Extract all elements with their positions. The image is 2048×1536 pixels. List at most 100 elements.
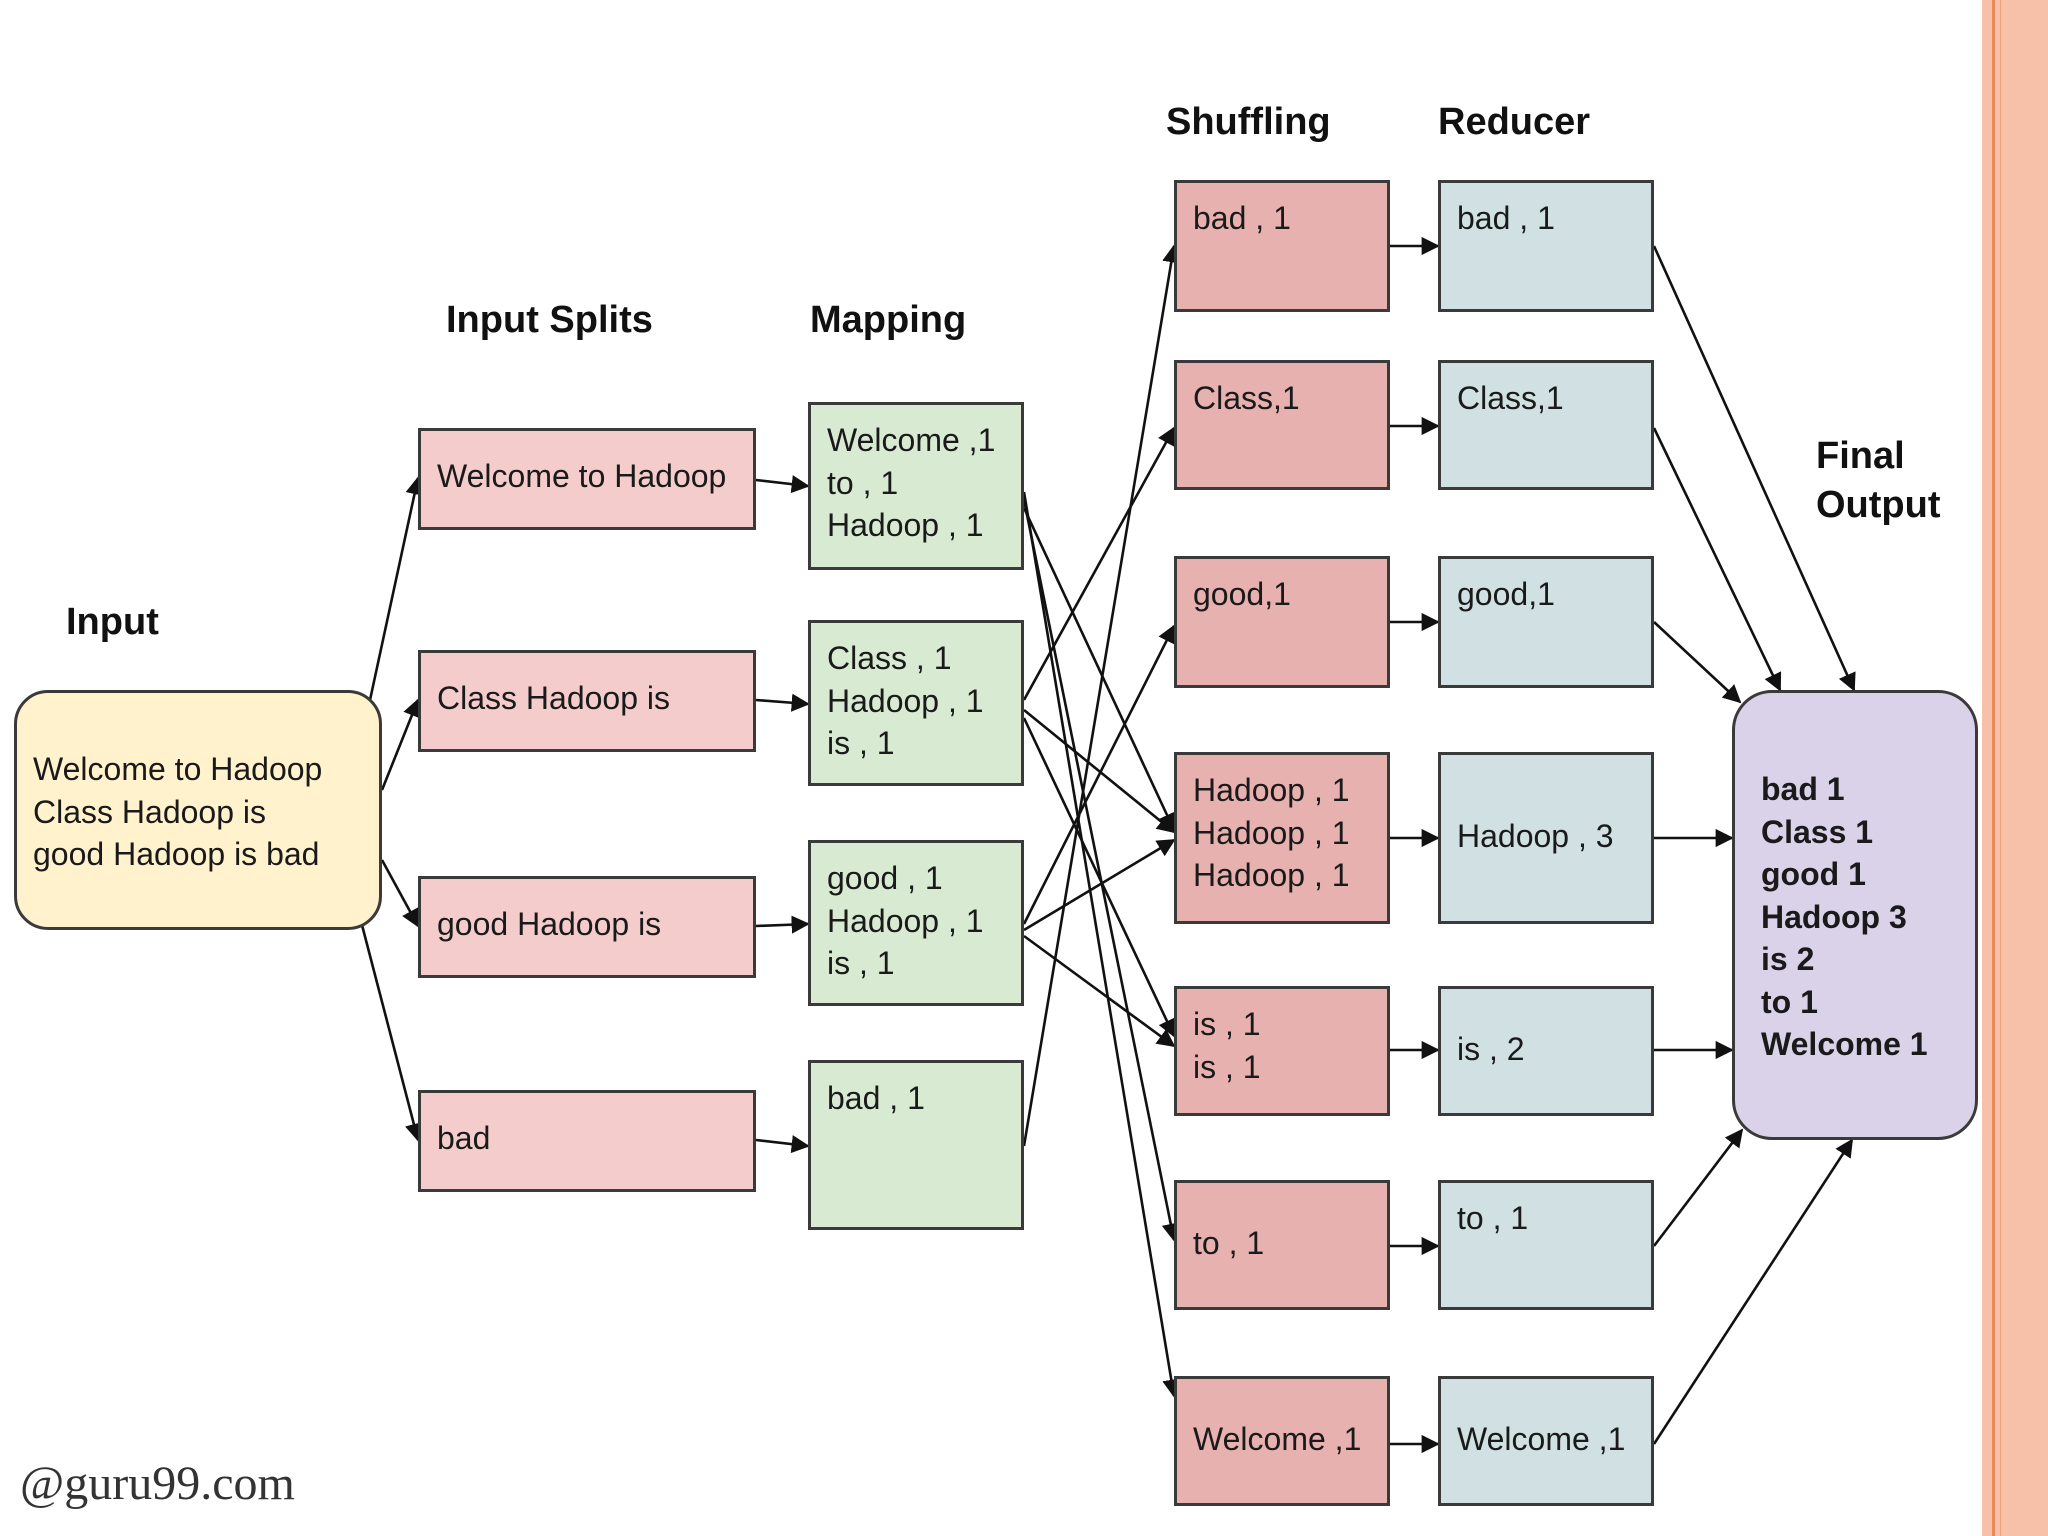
shuffle-box: is , 1 is , 1 [1174,986,1390,1116]
connector-arrow [1022,507,1176,832]
watermark: @guru99.com [20,1457,295,1510]
reducer-pair: to , 1 [1457,1200,1529,1236]
shuffle-pair: Hadoop , 1 [1193,857,1350,894]
connector-arrow [755,1135,810,1154]
shuffle-box: good,1 [1174,556,1390,688]
mapping-pair: Welcome ,1 [827,422,996,458]
mapping-box: Class , 1 Hadoop , 1 is , 1 [808,620,1024,786]
connector-arrow [1022,426,1176,701]
reducer-box: is , 2 [1438,986,1654,1116]
connector-arrow [1022,717,1176,1038]
mapping-pair: Hadoop , 1 [827,902,984,939]
reducer-pair: bad , 1 [1457,200,1555,236]
split-box: bad [418,1090,756,1192]
connector-arrow [1023,934,1176,1048]
reducer-box: Welcome ,1 [1438,1376,1654,1506]
reducer-box: Hadoop , 3 [1438,752,1654,924]
connector-arrow [380,859,420,928]
connector-arrow [755,915,810,934]
shuffle-pair: is , 1 [1193,1006,1261,1042]
reducer-pair: is , 2 [1457,1030,1525,1067]
header-input: Input [66,601,159,643]
reducer-pair: Welcome ,1 [1457,1420,1626,1457]
final-output-line: Welcome 1 [1761,1026,1928,1063]
shuffle-box: Hadoop , 1 Hadoop , 1 Hadoop , 1 [1174,752,1390,924]
mapping-pair: is , 1 [827,945,895,982]
reducer-pair: Class,1 [1457,380,1564,416]
header-final-output: Final Output [1816,432,1941,531]
final-output-line: good 1 [1761,856,1866,893]
mapping-pair: good , 1 [827,860,943,896]
shuffle-box: to , 1 [1174,1180,1390,1310]
right-border-line-thin [2000,0,2001,1536]
split-box: good Hadoop is [418,876,756,978]
header-reducer: Reducer [1438,101,1591,143]
split-label: good Hadoop is [437,905,662,942]
final-output-line: Class 1 [1761,813,1874,850]
mapping-pair: Hadoop , 1 [827,682,984,719]
mapping-pair: Hadoop , 1 [827,507,984,544]
input-line: Class Hadoop is [33,793,266,830]
reducer-pair: good,1 [1457,576,1555,612]
shuffle-pair: Hadoop , 1 [1193,772,1350,808]
connector-arrow [1022,499,1180,1242]
reducer-box: good,1 [1438,556,1654,688]
split-box: Welcome to Hadoop [418,428,756,530]
final-output-box: bad 1 Class 1 good 1 Hadoop 3 is 2 to 1 … [1732,690,1978,1140]
shuffle-box: bad , 1 [1174,180,1390,312]
reducer-box: bad , 1 [1438,180,1654,312]
shuffle-box: Welcome ,1 [1174,1376,1390,1506]
input-line: good Hadoop is bad [33,836,320,873]
connector-arrow [1652,427,1782,692]
final-output-line: bad 1 [1761,771,1845,808]
shuffle-pair: to , 1 [1193,1224,1265,1261]
right-border-line [1992,0,1995,1536]
connector-arrow [1022,491,1181,1398]
mapping-box: Welcome ,1 to , 1 Hadoop , 1 [808,402,1024,570]
connector-arrow [1023,708,1176,834]
header-final-line-1: Final [1816,435,1905,477]
shuffle-pair: good,1 [1193,576,1291,612]
connector-arrow [1022,244,1181,1147]
mapping-pair: Class , 1 [827,640,952,676]
reducer-box: Class,1 [1438,360,1654,490]
connector-arrow [755,693,810,712]
split-label: Class Hadoop is [437,679,670,716]
connector-arrow [755,475,810,494]
mapping-pair: bad , 1 [827,1080,925,1116]
connector-arrow [1023,838,1176,932]
mapping-box: good , 1 Hadoop , 1 is , 1 [808,840,1024,1006]
shuffle-pair: Welcome ,1 [1193,1420,1362,1457]
connector-arrow [1652,245,1856,692]
split-label: Welcome to Hadoop [437,457,727,494]
shuffle-pair: Class,1 [1193,380,1300,416]
connector-arrow [368,476,424,701]
shuffle-pair: Hadoop , 1 [1193,814,1350,851]
header-mapping: Mapping [810,299,967,341]
header-shuffling: Shuffling [1166,101,1331,143]
mapping-pair: to , 1 [827,464,899,501]
final-output-line: to 1 [1761,983,1818,1020]
shuffle-box: Class,1 [1174,360,1390,490]
connector-arrow [1653,621,1742,704]
connector-arrow [1652,1128,1744,1247]
mapping-box: bad , 1 [808,1060,1024,1230]
header-input-splits: Input Splits [446,299,653,341]
split-label: bad [437,1119,491,1156]
mapping-pair: is , 1 [827,725,895,762]
connector-arrow [1652,1138,1854,1445]
connector-arrow [380,698,421,791]
final-output-line: Hadoop 3 [1761,898,1907,935]
split-box: Class Hadoop is [418,650,756,752]
shuffle-pair: is , 1 [1193,1048,1261,1085]
header-final-line-2: Output [1816,484,1941,527]
reducer-box: to , 1 [1438,1180,1654,1310]
reducer-pair: Hadoop , 3 [1457,817,1614,854]
connector-arrow [1022,624,1176,925]
shuffle-pair: bad , 1 [1193,200,1291,236]
connector-arrow [360,924,423,1142]
input-box: Welcome to Hadoop Class Hadoop is good H… [14,690,382,930]
input-line: Welcome to Hadoop [33,751,323,788]
